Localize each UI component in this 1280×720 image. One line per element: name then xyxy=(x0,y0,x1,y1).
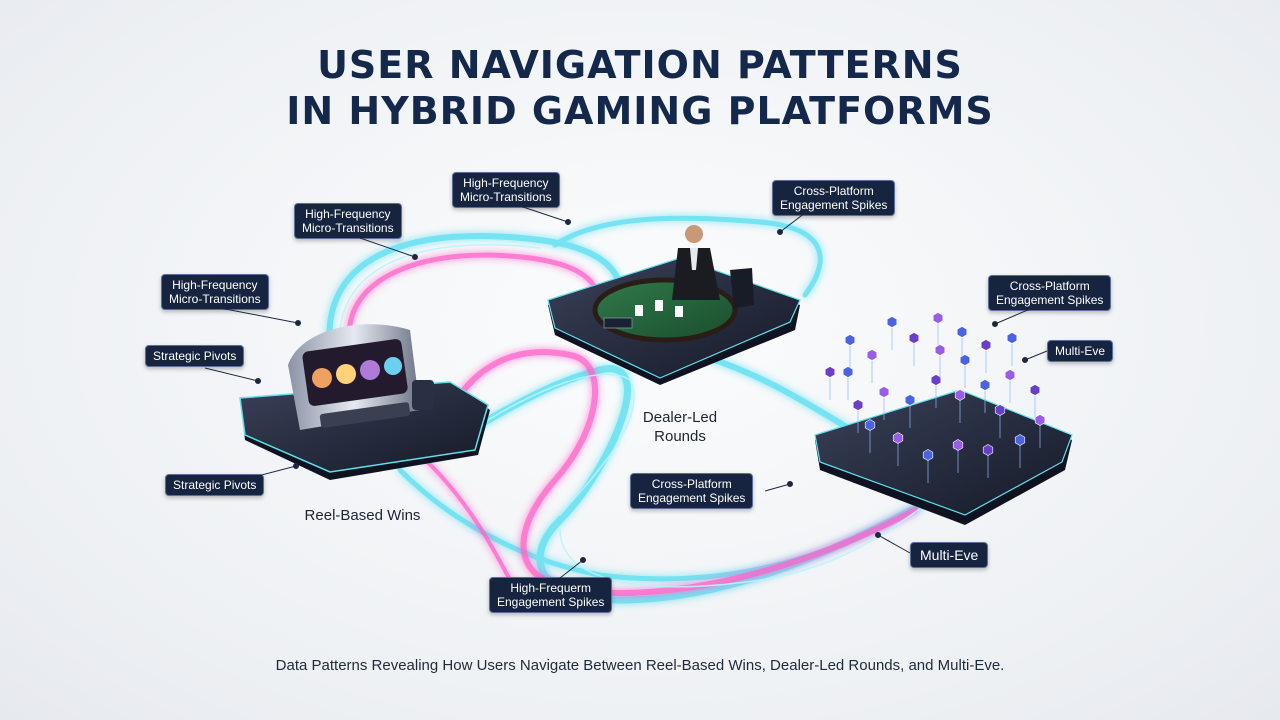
network-node xyxy=(1029,384,1041,396)
callout-high-frequency-3: High-Frequency Micro-Transitions xyxy=(161,274,269,310)
callout-multi-eve: Multi-Eve xyxy=(1047,340,1114,362)
diagram-title: USER NAVIGATION PATTERNS IN HYBRID GAMIN… xyxy=(0,42,1280,134)
callout-line: Strategic Pivots xyxy=(153,349,237,363)
network-platform xyxy=(814,312,1073,525)
network-platform-top xyxy=(814,389,1073,516)
slot-reel-2 xyxy=(336,364,356,384)
network-graph-icon xyxy=(824,312,1046,483)
callout-cross-platform-1: Cross-Platform Engagement Spikes xyxy=(772,180,896,216)
network-node xyxy=(878,386,890,398)
slot-reel-4 xyxy=(384,357,402,375)
stream-slots-down xyxy=(451,365,934,604)
dealer-platform xyxy=(547,225,801,385)
thin-stream-a xyxy=(339,244,541,346)
callout-strategic-pivots-2: Strategic Pivots xyxy=(165,474,265,496)
callout-high-frequency-2: High-Frequency Micro-Transitions xyxy=(452,172,560,208)
callout-cross-platform-3: Cross-Platform Engagement Spikes xyxy=(630,473,754,509)
callout-line: Strategic Pivots xyxy=(173,478,257,492)
network-node xyxy=(904,394,916,406)
node-label-multi-eve: Multi-Eve xyxy=(910,542,989,568)
network-node xyxy=(980,339,992,351)
callout-high-frequency-1: High-Frequency Micro-Transitions xyxy=(294,203,402,239)
network-node xyxy=(954,389,966,401)
network-node xyxy=(892,432,904,444)
node-label-dealer-led-rounds: Dealer-Led Rounds xyxy=(620,408,740,446)
slots-platform xyxy=(239,324,490,480)
network-node xyxy=(824,366,836,378)
slot-machine-icon xyxy=(288,324,434,430)
callout-line: Micro-Transitions xyxy=(460,190,552,204)
callout-line: Engagement Spikes xyxy=(497,595,605,609)
title-line-1: USER NAVIGATION PATTERNS xyxy=(317,43,963,87)
dealer-label-line-2: Rounds xyxy=(654,428,706,445)
network-node xyxy=(852,399,864,411)
callout-line: Engagement Spikes xyxy=(638,491,746,505)
dealer-shirt xyxy=(690,248,698,270)
callout-line: Cross-Platform xyxy=(793,184,874,198)
callout-cross-platform-2: Cross-Platform Engagement Spikes xyxy=(988,275,1112,311)
network-node xyxy=(982,444,994,456)
table-card-3 xyxy=(675,306,683,317)
network-node xyxy=(842,366,854,378)
thin-stream-b xyxy=(449,373,635,516)
dealer-table-icon xyxy=(592,225,754,343)
table-card-1 xyxy=(635,305,643,316)
network-node xyxy=(844,334,856,346)
network-node xyxy=(956,326,968,338)
node-label-text: Multi-Eve xyxy=(920,547,979,563)
slot-reel-1 xyxy=(312,368,332,388)
dealer-figure xyxy=(672,225,720,300)
network-node xyxy=(864,419,876,431)
dealer-head xyxy=(685,225,703,243)
callout-strategic-pivots-1: Strategic Pivots xyxy=(145,345,245,367)
callout-line: High-Frequency xyxy=(463,176,549,190)
callout-line: Micro-Transitions xyxy=(169,292,261,306)
callout-line: High-Frequency xyxy=(305,207,391,221)
slot-lever-base xyxy=(412,380,434,410)
title-line-2: IN HYBRID GAMING PLATFORMS xyxy=(286,89,994,133)
table-card-2 xyxy=(655,300,663,311)
network-node xyxy=(1034,414,1046,426)
dealer-chair xyxy=(730,268,754,308)
table-nameplate xyxy=(603,317,633,329)
network-node xyxy=(930,374,942,386)
network-node xyxy=(866,349,878,361)
network-node xyxy=(959,354,971,366)
network-node xyxy=(1014,434,1026,446)
network-node xyxy=(979,379,991,391)
network-node xyxy=(922,449,934,461)
callout-line: Micro-Transitions xyxy=(302,221,394,235)
network-node xyxy=(994,404,1006,416)
callout-line: High-Frequency xyxy=(172,278,258,292)
network-node xyxy=(908,332,920,344)
callout-line: Cross-Platform xyxy=(1009,279,1090,293)
network-node xyxy=(932,312,944,324)
callout-line: Multi-Eve xyxy=(1055,344,1106,358)
network-node xyxy=(1006,332,1018,344)
slot-button-panel xyxy=(319,402,411,428)
callout-high-frequerm: High-Frequerm Engagement Spikes xyxy=(489,577,613,613)
network-node xyxy=(934,344,946,356)
stream-pink-middle xyxy=(437,349,918,596)
callout-line: High-Frequerm xyxy=(510,581,592,595)
node-label-reel-based-wins: Reel-Based Wins xyxy=(304,507,421,524)
callout-line: Cross-Platform xyxy=(651,477,732,491)
network-node xyxy=(1004,369,1016,381)
network-node xyxy=(886,316,898,328)
diagram-caption: Data Patterns Revealing How Users Naviga… xyxy=(275,657,1005,674)
network-node xyxy=(952,439,964,451)
dealer-body xyxy=(672,248,720,300)
stream-top-loop xyxy=(552,215,823,298)
dealer-label-line-1: Dealer-Led xyxy=(642,409,718,426)
slot-reel-3 xyxy=(360,360,380,380)
callout-line: Engagement Spikes xyxy=(780,198,888,212)
callout-line: Engagement Spikes xyxy=(996,293,1104,307)
